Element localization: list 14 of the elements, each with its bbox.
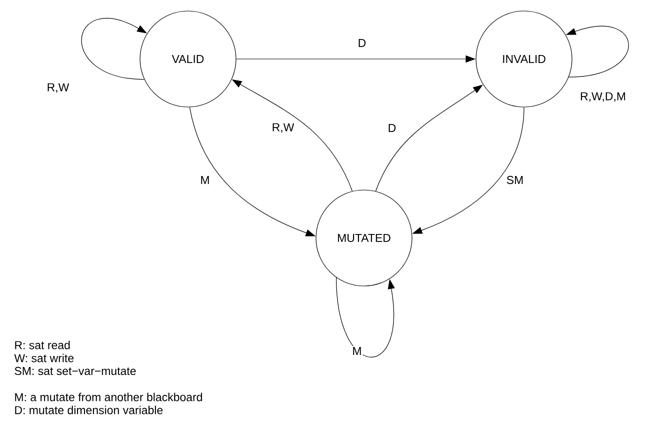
arrow — [336, 277, 395, 358]
legend-note: W: sat write — [14, 354, 74, 362]
edge-label: M — [351, 346, 363, 356]
edge-label: M — [199, 175, 211, 185]
edge-label: R,W,D,M — [579, 91, 627, 103]
edge-label: D — [386, 123, 398, 133]
edge-label: R,W — [270, 122, 296, 134]
edge-label: D — [356, 38, 368, 48]
legend-note: SM: sat set−var−mutate — [14, 366, 136, 376]
legend-note: D: mutate dimension variable — [15, 406, 163, 414]
legend-note: M: a mutate from another blackboard — [15, 392, 202, 402]
edge-label: SM — [505, 174, 525, 186]
legend-note: R: sat read — [15, 340, 70, 350]
edge-label: R,W — [46, 82, 70, 94]
